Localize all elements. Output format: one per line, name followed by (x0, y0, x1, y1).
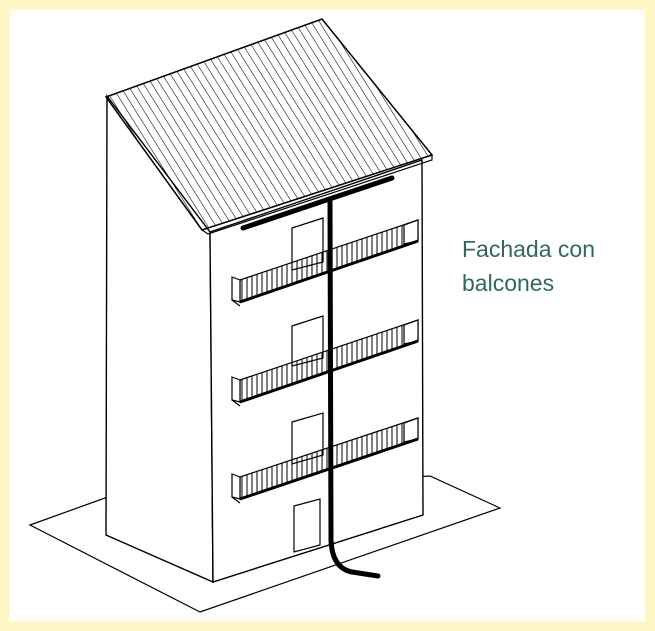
caption-line-2: balcones (462, 270, 555, 296)
caption-line-1: Fachada con (462, 236, 595, 262)
ground-plane (28, 475, 502, 613)
downpipe (327, 199, 381, 579)
gutter (240, 175, 395, 231)
caption: Fachada con balcones (462, 232, 595, 300)
door-ground (293, 498, 321, 553)
